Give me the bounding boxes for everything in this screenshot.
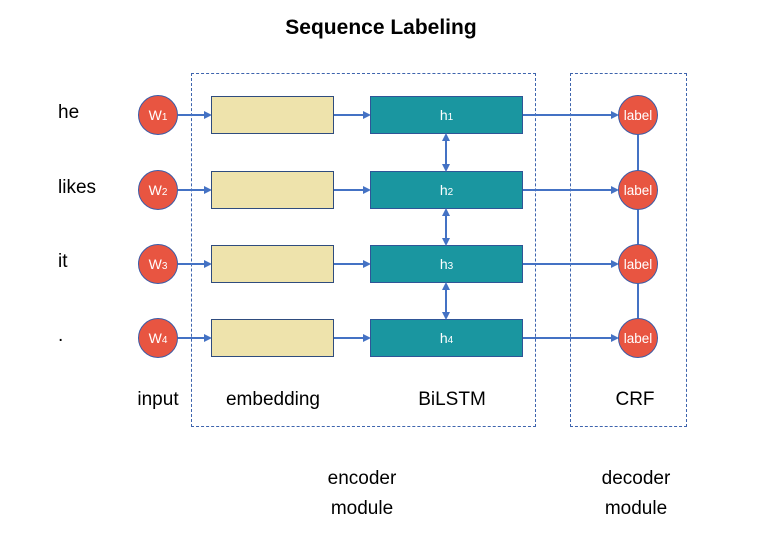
- word-node-subscript: 1: [161, 112, 168, 123]
- decoder-module-label: decoder module: [602, 464, 671, 524]
- crf-label-connector: [637, 210, 639, 244]
- diagram-title: Sequence Labeling: [285, 16, 477, 39]
- input-word-node: W2: [138, 170, 178, 210]
- word-node-label: W1: [148, 107, 168, 123]
- bilstm-bidirectional-arrow: [441, 208, 450, 246]
- word-node-subscript: 2: [161, 187, 168, 198]
- encoder-module-label-line1: encoder: [327, 468, 397, 489]
- column-label-embedding: embedding: [225, 389, 321, 410]
- encoder-module-label: encoder module: [328, 464, 397, 524]
- column-label-crf: CRF: [615, 389, 655, 410]
- word-node-subscript: 4: [161, 335, 168, 346]
- input-word-node: W4: [138, 318, 178, 358]
- encoder-module-label-line2: module: [330, 498, 394, 519]
- decoder-module-box: [570, 73, 687, 427]
- word-node-subscript: 3: [161, 261, 168, 272]
- word-label: it: [58, 251, 68, 272]
- input-word-node: W3: [138, 244, 178, 284]
- word-node-label: W2: [148, 182, 168, 198]
- column-label-input: input: [137, 389, 179, 410]
- word-node-label: W3: [148, 256, 168, 272]
- word-node-label: W4: [148, 330, 168, 346]
- word-label: likes: [58, 177, 97, 198]
- crf-label-connector: [637, 284, 639, 318]
- decoder-module-label-line2: module: [604, 498, 668, 519]
- word-label: he: [58, 102, 80, 123]
- encoder-module-box: [191, 73, 536, 427]
- decoder-module-label-line1: decoder: [601, 468, 671, 489]
- bilstm-bidirectional-arrow: [441, 133, 450, 172]
- input-word-node: W1: [138, 95, 178, 135]
- crf-label-connector: [637, 135, 639, 170]
- bilstm-bidirectional-arrow: [441, 282, 450, 320]
- column-label-bilstm: BiLSTM: [418, 389, 486, 410]
- word-label: .: [58, 325, 64, 346]
